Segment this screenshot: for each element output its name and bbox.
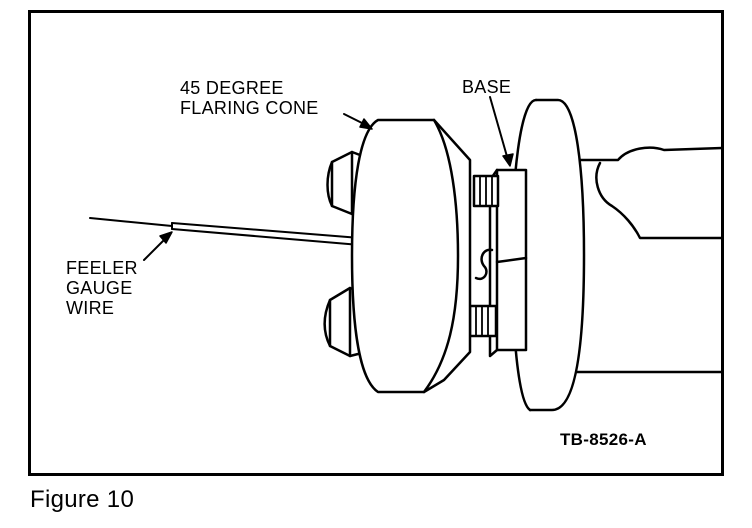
housing [570,146,724,374]
leader-cone [343,113,373,130]
cone-label-line1: 45 DEGREE [180,78,284,98]
flaring-cone [350,118,494,394]
feeler-label-line2: GAUGE [66,278,133,298]
leader-base [489,96,514,167]
stud-upper [472,174,500,208]
feeler-label-line3: WIRE [66,298,115,318]
stud-lower [468,304,498,338]
base-label: BASE [462,77,512,97]
figure-caption: Figure 10 [30,486,135,513]
drawing-code: TB-8526-A [560,430,647,449]
feeler-gauge-wire [89,217,361,246]
cone-label-line2: FLARING CONE [180,98,319,118]
leader-feeler [143,231,173,261]
feeler-label-line1: FEELER [66,258,138,278]
